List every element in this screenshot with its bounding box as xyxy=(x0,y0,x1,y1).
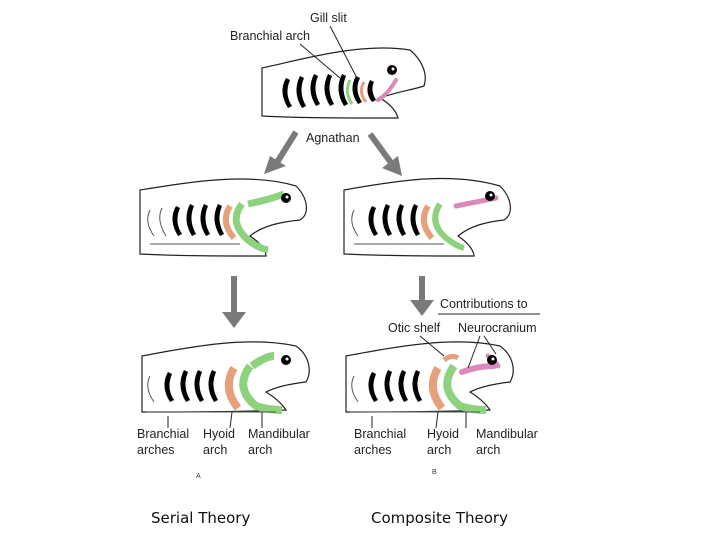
left-hyoid-label-2: arch xyxy=(203,443,227,457)
fish-outline xyxy=(261,47,426,119)
label-gill-slit: Gill slit xyxy=(310,11,347,25)
right-hyoid-label-1: Hyoid xyxy=(427,427,459,441)
label-neurocranium: Neurocranium xyxy=(458,321,537,335)
arrow-down-right xyxy=(410,276,434,316)
left-branchial-label-2: arches xyxy=(137,443,175,457)
left-hyoid-label-1: Hyoid xyxy=(203,427,235,441)
arrow-to-right xyxy=(367,132,402,176)
right-hyoid-label-2: arch xyxy=(427,443,451,457)
right-branchial-label-1: Branchial xyxy=(354,427,406,441)
bottom-right-fish xyxy=(345,341,514,429)
label-otic-shelf: Otic shelf xyxy=(388,321,441,335)
left-mandibular-label-2: arch xyxy=(248,443,272,457)
panel-letter-a: A xyxy=(196,473,201,480)
right-branchial-label-2: arches xyxy=(354,443,392,457)
arch-accents xyxy=(345,78,398,105)
gill-arches xyxy=(282,74,376,108)
caption-serial-theory: Serial Theory xyxy=(151,509,251,527)
agnathan-fish xyxy=(261,47,426,119)
arrow-down-left xyxy=(222,276,246,328)
bottom-left-fish xyxy=(141,341,310,429)
right-mandibular-label-1: Mandibular xyxy=(476,427,538,441)
label-branchial-arch: Branchial arch xyxy=(230,29,310,43)
middle-right-fish xyxy=(343,177,511,257)
label-contributions-to: Contributions to xyxy=(440,297,528,311)
middle-left-fish xyxy=(139,178,307,257)
panel-letter-b: B xyxy=(432,469,437,476)
right-mandibular-label-2: arch xyxy=(476,443,500,457)
arrow-to-left xyxy=(264,130,299,174)
caption-composite-theory: Composite Theory xyxy=(371,509,508,527)
left-branchial-label-1: Branchial xyxy=(137,427,189,441)
left-mandibular-label-1: Mandibular xyxy=(248,427,310,441)
label-agnathan: Agnathan xyxy=(306,131,360,145)
